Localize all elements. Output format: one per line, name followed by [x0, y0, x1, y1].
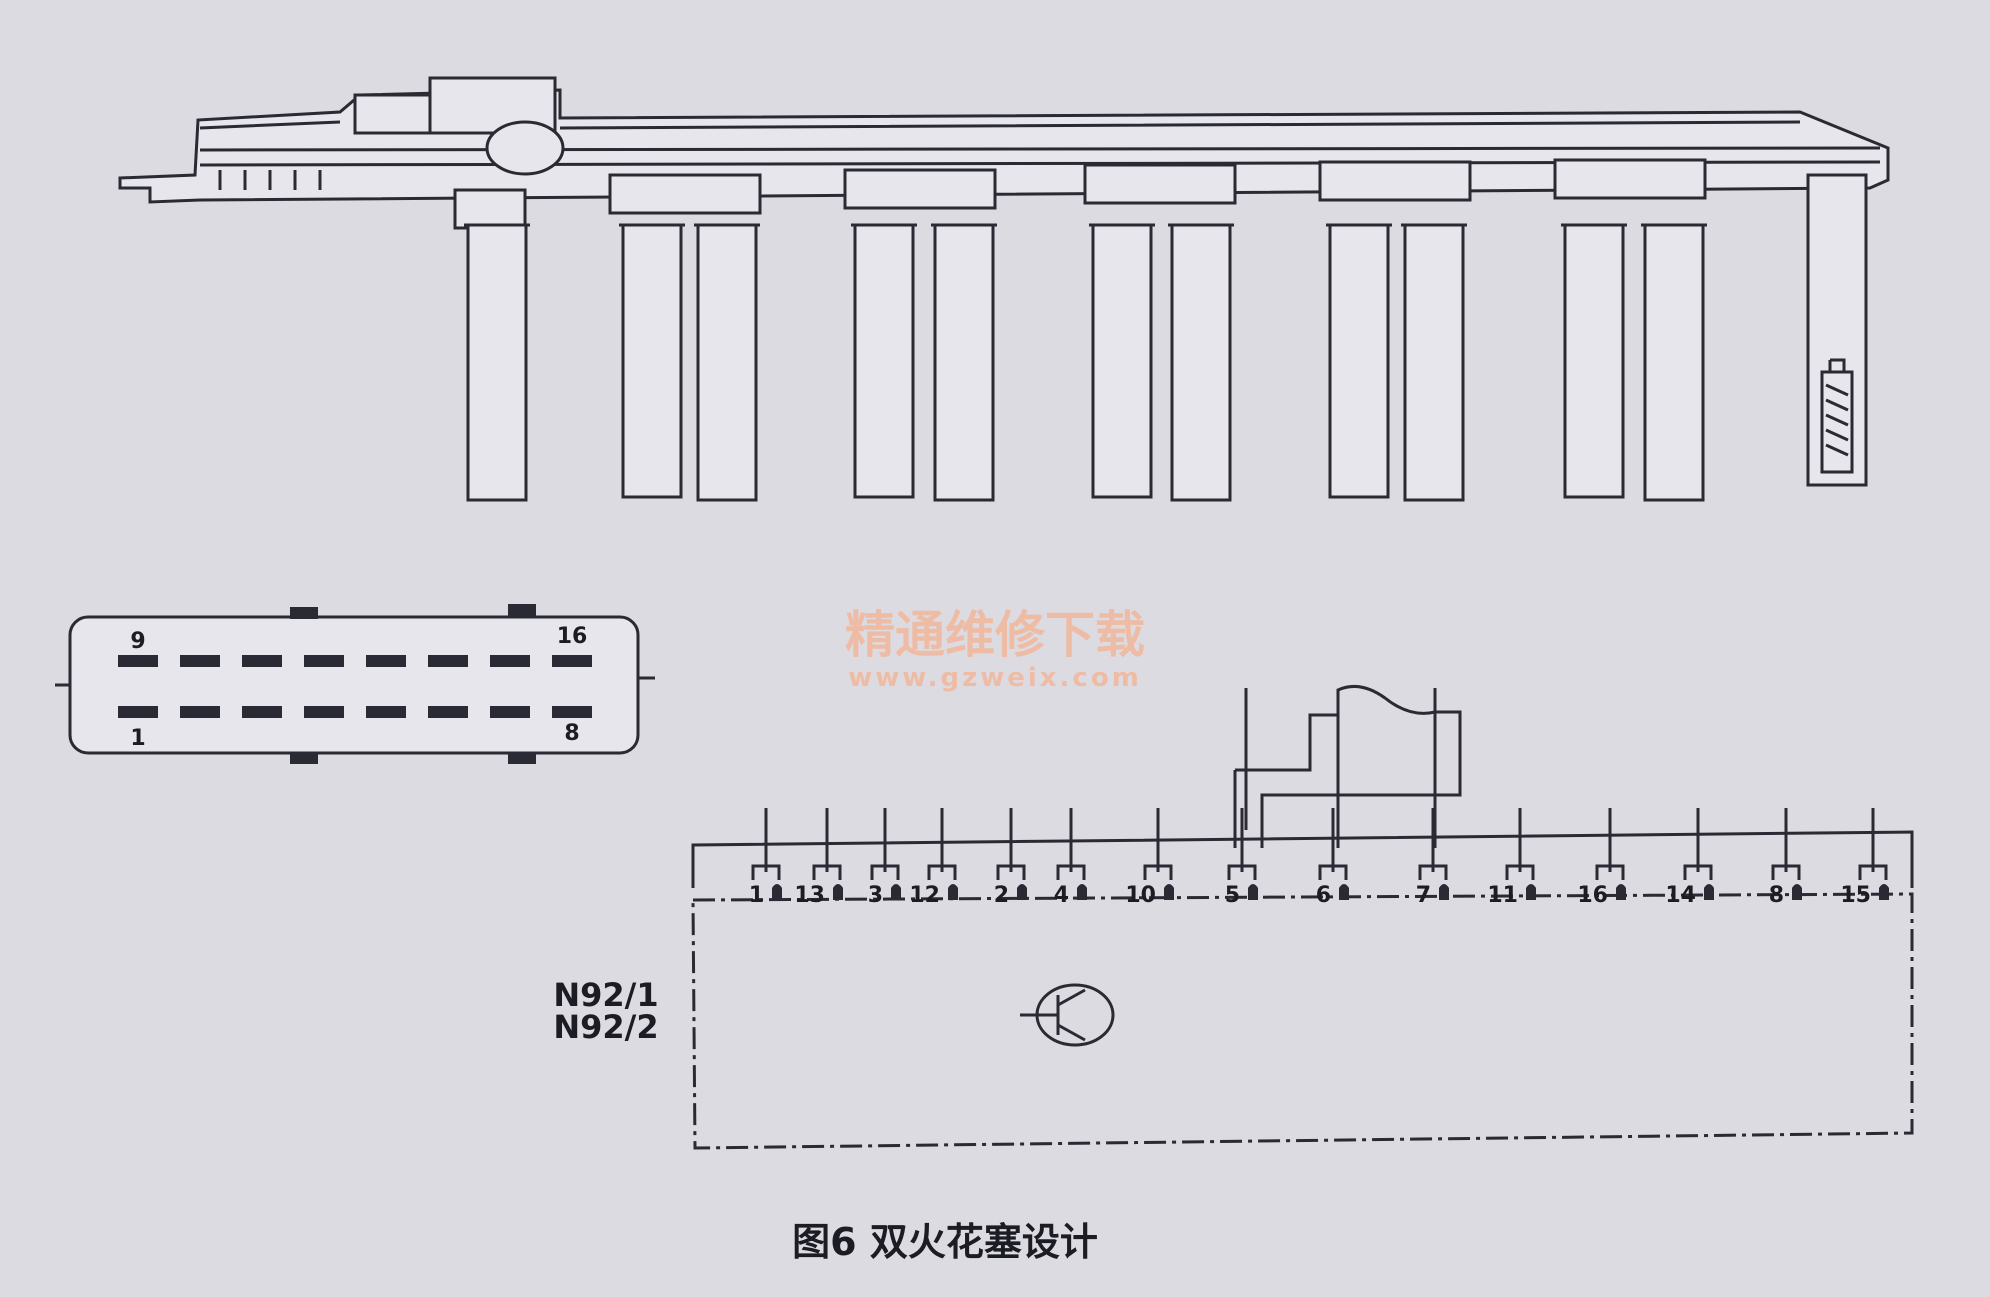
connector-pin	[304, 706, 344, 718]
terminal-pin	[927, 864, 957, 880]
watermark-line1: 精通维修下载	[845, 605, 1145, 664]
terminal-pin	[1595, 864, 1625, 880]
connector-pin	[428, 706, 468, 718]
coil-tube	[933, 223, 995, 502]
connector-pin	[366, 706, 406, 718]
coil-cap	[1553, 158, 1707, 200]
coil-tube	[1170, 223, 1232, 502]
ignition-module-schematic: 1 13 3 12 2 4 10 5 6 7 11 16 14 8 15 N92/1 N92/2	[553, 684, 1914, 1150]
terminal-marker	[1439, 884, 1449, 900]
terminal-pin	[1505, 864, 1535, 880]
terminal-pin	[812, 864, 842, 880]
terminal-pin	[1858, 864, 1888, 880]
terminal-label: 14	[1665, 883, 1696, 908]
connector-pin	[242, 655, 282, 667]
terminal-marker	[1248, 884, 1258, 900]
terminal-pin	[996, 864, 1026, 880]
terminal-pin	[870, 864, 900, 880]
coil-tube	[1091, 223, 1153, 499]
coil-tube	[621, 223, 683, 499]
terminal-marker	[1164, 884, 1174, 900]
pin-label-9: 9	[130, 629, 145, 654]
connector-pin	[552, 706, 592, 718]
terminal-pin	[1143, 864, 1173, 880]
connector-pin	[428, 655, 468, 667]
connector-pin	[118, 706, 158, 718]
watermark-line2: www.gzweix.com	[848, 663, 1142, 693]
connector-pin	[304, 655, 344, 667]
coil-tube	[1643, 223, 1705, 502]
terminal-pin	[1318, 864, 1348, 880]
terminal-label: 1	[749, 883, 764, 908]
terminal-marker	[891, 884, 901, 900]
connector-pin	[180, 655, 220, 667]
connector-pin	[180, 706, 220, 718]
coil-tube-group	[453, 158, 1707, 502]
terminal-label: 2	[994, 883, 1009, 908]
module-terminal-row	[751, 808, 1889, 900]
terminal-marker	[948, 884, 958, 900]
terminal-label: 11	[1487, 883, 1518, 908]
connector-16-pin: 9 16 1 8	[55, 604, 655, 764]
terminal-label: 12	[909, 883, 940, 908]
connector-pins-bottom-row	[118, 706, 592, 718]
terminal-label: 16	[1577, 883, 1608, 908]
terminal-marker	[1879, 884, 1889, 900]
connector-pin	[490, 655, 530, 667]
pin-label-16: 16	[557, 624, 588, 649]
coil-tube	[1328, 223, 1390, 499]
coil-cap	[843, 168, 997, 210]
terminal-marker	[1526, 884, 1536, 900]
terminal-marker	[1704, 884, 1714, 900]
connector-pin	[366, 655, 406, 667]
terminal-pin	[1227, 864, 1257, 880]
ignition-coil-rail	[118, 76, 1890, 502]
module-name-1: N92/1	[553, 976, 658, 1014]
module-terminal-labels: 1 13 3 12 2 4 10 5 6 7 11 16 14 8 15	[749, 883, 1871, 908]
pin-label-1: 1	[130, 726, 145, 751]
coil-tube	[696, 223, 758, 502]
watermark: 精通维修下载 www.gzweix.com	[845, 605, 1145, 693]
coil-cap	[1083, 163, 1237, 205]
coil-cap	[608, 173, 762, 215]
terminal-marker	[1616, 884, 1626, 900]
terminal-marker	[833, 884, 843, 900]
terminal-pin	[1683, 864, 1713, 880]
connector-pin	[242, 706, 282, 718]
terminal-label: 8	[1769, 883, 1784, 908]
terminal-label: 15	[1840, 883, 1871, 908]
terminal-label: 5	[1225, 883, 1240, 908]
terminal-label: 4	[1054, 883, 1069, 908]
terminal-pin	[1056, 864, 1086, 880]
module-name-2: N92/2	[553, 1008, 658, 1046]
coil-tube	[1403, 223, 1465, 502]
coil-tube	[853, 223, 915, 499]
terminal-marker	[1077, 884, 1087, 900]
terminal-pin	[751, 864, 781, 880]
connector-pin	[118, 655, 158, 667]
terminal-marker	[1792, 884, 1802, 900]
coil-tube	[466, 223, 528, 502]
connector-pin	[490, 706, 530, 718]
terminal-marker	[1339, 884, 1349, 900]
coil-cap	[1318, 160, 1472, 202]
connector-pins-top-row	[118, 655, 592, 667]
pin-label-8: 8	[564, 721, 579, 746]
terminal-label: 10	[1125, 883, 1156, 908]
coil-cap	[453, 188, 527, 230]
terminal-label: 7	[1416, 883, 1431, 908]
terminal-label: 6	[1316, 883, 1331, 908]
terminal-label: 3	[868, 883, 883, 908]
terminal-pin	[1418, 864, 1448, 880]
connector-pin	[552, 655, 592, 667]
terminal-pin	[1771, 864, 1801, 880]
figure-caption: 图6 双火花塞设计	[792, 1220, 1098, 1264]
coil-tube	[1563, 223, 1625, 499]
terminal-marker	[1017, 884, 1027, 900]
terminal-marker	[772, 884, 782, 900]
terminal-label: 13	[794, 883, 825, 908]
